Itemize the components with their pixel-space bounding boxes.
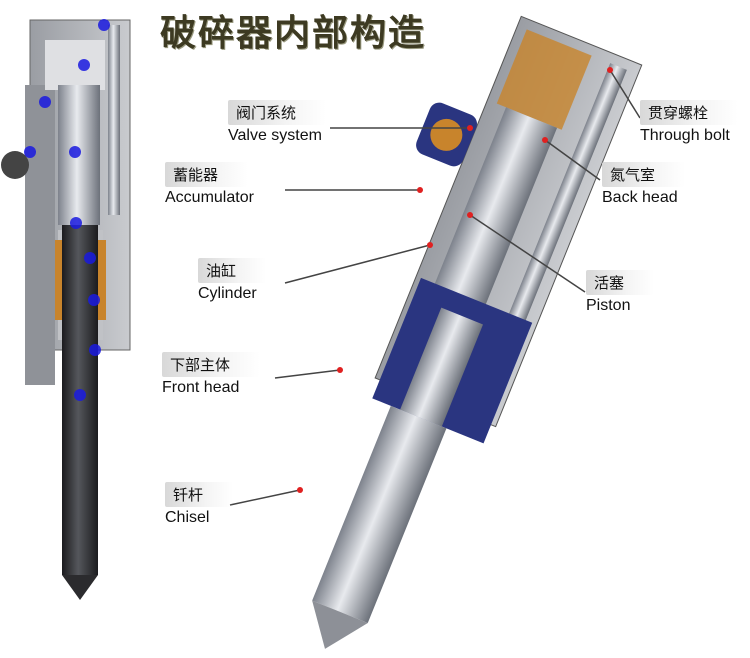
label-zh: 钎杆	[165, 482, 234, 507]
label-zh: 蓄能器	[165, 162, 249, 187]
label-en: Accumulator	[165, 189, 254, 206]
label-zh: 贯穿螺栓	[640, 100, 739, 125]
label-front-head: 下部主体 Front head	[162, 352, 261, 397]
page-title: 破碎器内部构造	[160, 13, 427, 54]
label-en: Cylinder	[198, 285, 257, 302]
label-zh: 活塞	[586, 270, 655, 295]
label-en: Piston	[586, 297, 631, 314]
leader-lines	[229, 69, 641, 506]
left-cutaway	[1, 19, 131, 600]
label-cylinder: 油缸 Cylinder	[198, 258, 267, 303]
label-through-bolt: 贯穿螺栓 Through bolt	[640, 100, 739, 145]
label-en: Valve system	[228, 127, 322, 144]
label-en: Through bolt	[640, 127, 730, 144]
label-zh: 油缸	[198, 258, 267, 283]
label-valve-system: 阀门系统 Valve system	[228, 100, 327, 145]
label-en: Front head	[162, 379, 240, 396]
label-zh: 氮气室	[602, 162, 686, 187]
label-zh: 阀门系统	[228, 100, 327, 125]
label-accumulator: 蓄能器 Accumulator	[165, 162, 254, 207]
label-zh: 下部主体	[162, 352, 261, 377]
label-chisel: 钎杆 Chisel	[165, 482, 234, 527]
label-en: Back head	[602, 189, 678, 206]
label-en: Chisel	[165, 509, 210, 526]
label-piston: 活塞 Piston	[586, 270, 655, 315]
right-breaker	[312, 15, 643, 649]
label-back-head: 氮气室 Back head	[602, 162, 686, 207]
